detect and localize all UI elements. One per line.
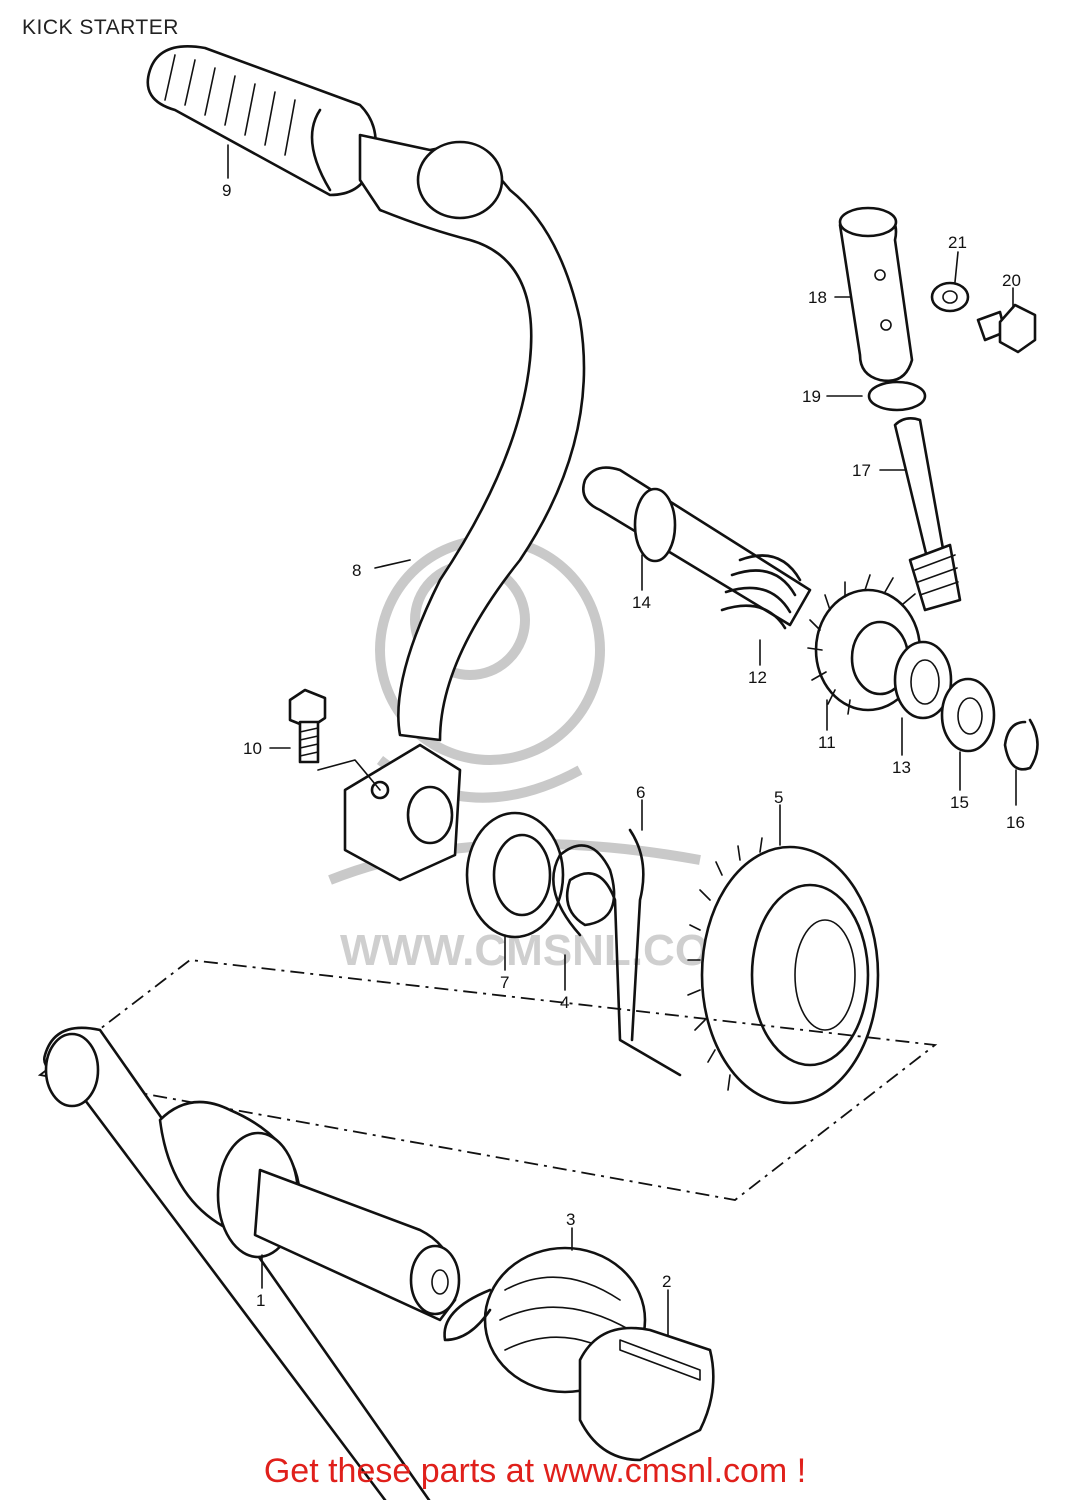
part-20-bolt <box>976 303 1037 354</box>
callout-leaders <box>227 144 1017 1336</box>
part-10-bolt <box>288 688 381 791</box>
part-12-spring <box>720 554 802 630</box>
part-21-washer <box>930 281 970 313</box>
callout-17: 17 <box>852 461 871 480</box>
callout-18: 18 <box>808 288 827 307</box>
callout-9: 9 <box>222 181 231 200</box>
callout-21: 21 <box>948 233 967 252</box>
callout-12: 12 <box>748 668 767 687</box>
callout-15: 15 <box>950 793 969 812</box>
callout-20: 20 <box>1002 271 1021 290</box>
callout-2: 2 <box>662 1272 671 1291</box>
part-5-gear <box>687 837 880 1105</box>
callout-1: 1 <box>256 1291 265 1310</box>
callout-6: 6 <box>636 783 645 802</box>
callout-8: 8 <box>352 561 361 580</box>
page-title: KICK STARTER <box>22 16 179 39</box>
callout-5: 5 <box>774 788 783 807</box>
part-7-seal <box>465 811 565 939</box>
callout-numbers: 1 2 3 4 5 6 7 8 9 10 11 12 13 14 15 16 1… <box>222 181 1025 1310</box>
part-4-spring <box>552 828 682 1077</box>
callout-13: 13 <box>892 758 911 777</box>
part-15-washer <box>940 677 996 753</box>
part-17-spindle <box>893 417 962 612</box>
part-18-sleeve <box>838 206 914 383</box>
callout-16: 16 <box>1006 813 1025 832</box>
part-9-grip <box>146 45 377 197</box>
callout-3: 3 <box>566 1210 575 1229</box>
watermark-url: WWW.CMSNL.COM <box>340 926 746 975</box>
callout-14: 14 <box>632 593 651 612</box>
dashed-enclosure <box>37 959 938 1201</box>
callout-11: 11 <box>818 733 836 752</box>
callout-10: 10 <box>243 739 262 758</box>
footer-link[interactable]: Get these parts at www.cmsnl.com ! <box>263 1452 807 1490</box>
callout-7: 7 <box>500 973 509 992</box>
callout-19: 19 <box>802 387 821 406</box>
part-16-circlip <box>1003 718 1039 771</box>
footer-banner: Get these parts at www.cmsnl.com ! <box>0 1452 1070 1491</box>
part-13-washer <box>893 640 953 720</box>
part-14-shaft <box>582 466 812 627</box>
part-1-kick-shaft <box>43 1026 461 1500</box>
part-2-guide <box>578 1326 715 1462</box>
part-19-o-ring <box>867 380 927 412</box>
part-8-kick-lever <box>343 133 586 882</box>
callout-4: 4 <box>560 993 569 1012</box>
